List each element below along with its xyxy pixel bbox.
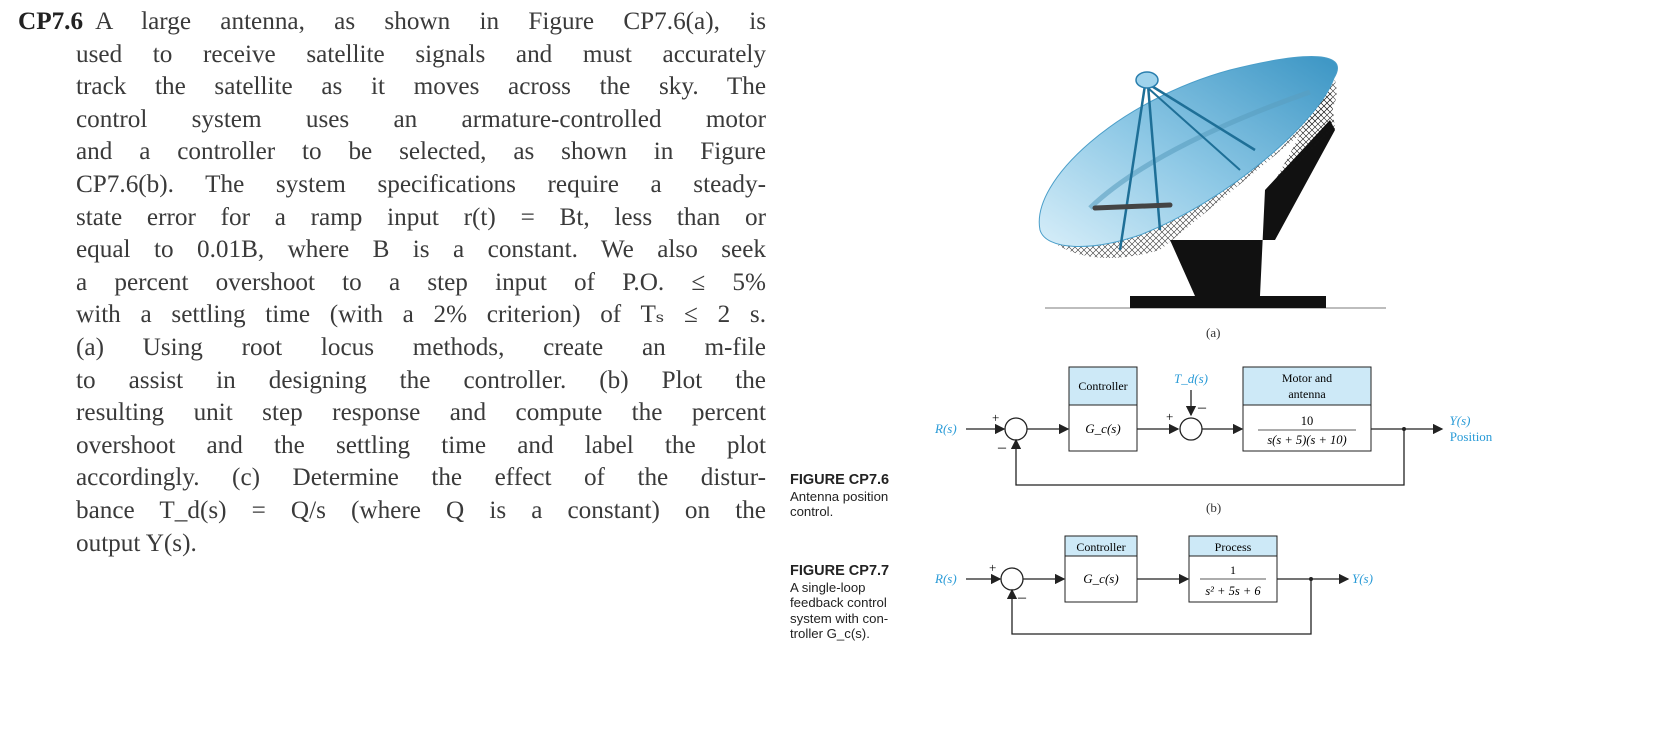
- problem-line-11: (a) Using root locus methods, create an …: [76, 333, 766, 361]
- figure-a-label: (a): [1206, 325, 1221, 340]
- svg-text:s² + 5s + 6: s² + 5s + 6: [1205, 584, 1261, 598]
- feed-horn: [1135, 71, 1159, 89]
- problem-line-14: overshoot and the settling time and labe…: [76, 431, 766, 459]
- figure-cp7-7-caption: FIGURE CP7.7 A single-loop feedback cont…: [790, 563, 890, 641]
- input-r-label: R(s): [934, 421, 957, 436]
- dish-surface: [1038, 56, 1338, 247]
- svg-text:G_c(s): G_c(s): [1085, 421, 1120, 436]
- svg-text:1: 1: [1230, 563, 1236, 577]
- problem-line-5: and a controller to be selected, as show…: [76, 138, 766, 166]
- figure-cp7-6-caption: FIGURE CP7.6 Antenna position control.: [790, 472, 890, 519]
- svg-text:–: –: [1017, 589, 1027, 606]
- problem-line-16: bance T_d(s) = Q/s (where Q is a constan…: [76, 496, 766, 524]
- problem-line-4: control system uses an armature-controll…: [76, 105, 766, 133]
- problem-line-6: CP7.6(b). The system specifications requ…: [76, 170, 766, 198]
- svg-text:Controller: Controller: [1078, 379, 1127, 393]
- antenna-illustration: [1038, 56, 1386, 309]
- problem-line-8: equal to 0.01B, where B is a constant. W…: [76, 236, 766, 264]
- block-diagram-cp7-7: R(s) + – Controller G_c(s) Process 1 s² …: [934, 535, 1373, 635]
- summing-junction-1: [1004, 417, 1028, 441]
- figure-cp7-7-title: FIGURE CP7.7: [790, 563, 890, 579]
- svg-text:–: –: [997, 439, 1007, 456]
- output-position-label: Position: [1450, 429, 1493, 444]
- problem-line-12: to assist in designing the controller. (…: [76, 366, 766, 394]
- problem-line-10: with a settling time (with a 2% criterio…: [76, 301, 766, 329]
- summing-junction-3: [1000, 567, 1024, 591]
- summing-junction-2: [1179, 417, 1203, 441]
- svg-text:antenna: antenna: [1288, 387, 1326, 401]
- antenna-base: [1130, 296, 1326, 308]
- problem-line-13: resulting unit step response and compute…: [76, 399, 766, 427]
- controller-block: [1068, 404, 1138, 452]
- problem-line-15: accordingly. (c) Determine the effect of…: [76, 464, 766, 492]
- controller-header: [1068, 366, 1138, 406]
- svg-text:G_c(s): G_c(s): [1083, 571, 1118, 586]
- block-diagram-cp7-6: R(s) + – Controller G_c(s) T_d(s) – + Mo…: [934, 366, 1493, 486]
- problem-line-3: track the satellite as it moves across t…: [76, 73, 766, 101]
- problem-line-2: used to receive satellite signals and mu…: [76, 40, 766, 68]
- problem-line-9: a percent overshoot to a step input of P…: [76, 268, 766, 296]
- problem-line-17: output Y(s).: [76, 529, 197, 557]
- plant-header: [1242, 366, 1372, 406]
- problem-number: CP7.6: [18, 8, 84, 35]
- disturbance-label: T_d(s): [1174, 371, 1208, 386]
- figure-cp7-6-title: FIGURE CP7.6: [790, 472, 890, 488]
- problem-line-7: state error for a ramp input r(t) = Bt, …: [76, 203, 766, 231]
- figure-b-label: (b): [1206, 500, 1222, 515]
- svg-text:Process: Process: [1215, 540, 1252, 554]
- svg-text:+: +: [989, 560, 996, 575]
- controller-block-2: [1064, 555, 1138, 603]
- plant-block: [1242, 404, 1372, 452]
- output-y-label-2: Y(s): [1352, 571, 1373, 586]
- svg-text:s(s + 5)(s + 10): s(s + 5)(s + 10): [1267, 433, 1346, 447]
- svg-text:+: +: [1166, 409, 1173, 424]
- svg-text:–: –: [1197, 399, 1207, 416]
- svg-text:+: +: [992, 410, 999, 425]
- output-y-label: Y(s): [1450, 413, 1471, 428]
- svg-text:10: 10: [1301, 414, 1314, 428]
- svg-text:Controller: Controller: [1076, 540, 1125, 554]
- input-r-label-2: R(s): [934, 571, 957, 586]
- svg-text:Motor and: Motor and: [1282, 371, 1332, 385]
